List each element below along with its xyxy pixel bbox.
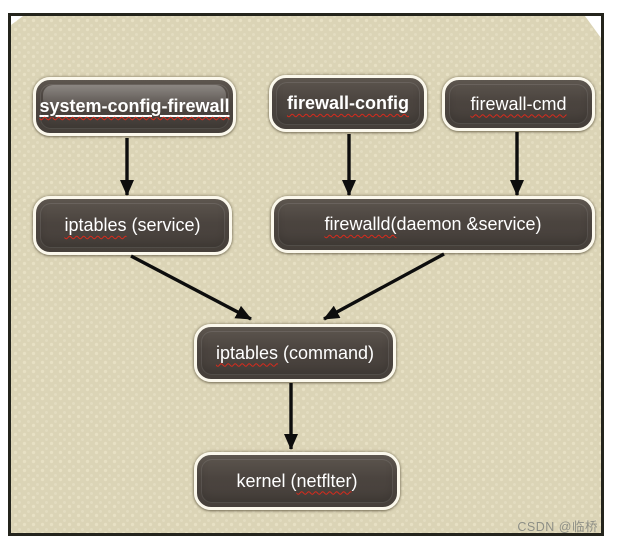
corner-notch-top-right (585, 16, 601, 38)
node-label: firewall-config (286, 93, 409, 114)
node-label: firewall-cmd (470, 93, 567, 114)
node-firewall-cmd: firewall-cmd (442, 77, 595, 131)
node-system-config-firewall: system-config-firewall (33, 77, 236, 136)
node-label: iptables (command) (215, 342, 375, 363)
node-label: system-config-firewall (39, 96, 230, 117)
node-firewall-config: firewall-config (269, 75, 427, 132)
node-firewalld-daemon-service: firewalld(daemon &service) (271, 196, 595, 253)
node-label: iptables (service) (64, 215, 201, 236)
corner-notch-top-left (11, 16, 23, 25)
node-iptables-service: iptables (service) (33, 196, 232, 255)
node-label: kernel (netflter) (236, 470, 358, 491)
node-iptables-command: iptables (command) (194, 324, 396, 382)
watermark: CSDN @临桥 (517, 520, 598, 534)
node-label: firewalld(daemon &service) (324, 214, 542, 235)
node-kernel-netfilter: kernel (netflter) (194, 452, 400, 510)
